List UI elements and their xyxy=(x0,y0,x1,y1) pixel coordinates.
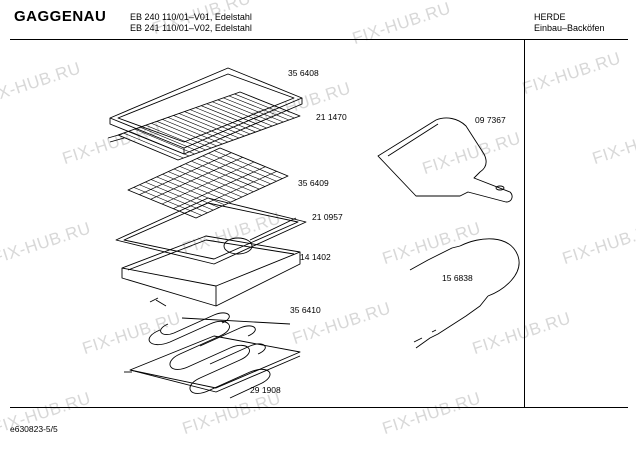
part-drawing-211470 xyxy=(107,91,301,161)
category-line-2: Einbau–Backöfen xyxy=(534,23,605,33)
part-label-356410: 35 6410 xyxy=(290,305,321,315)
brand-logo: GAGGENAU xyxy=(14,8,107,25)
part-label-356409: 35 6409 xyxy=(298,178,329,188)
category-line-1: HERDE xyxy=(534,12,566,22)
frame-bottom-rule xyxy=(10,407,628,408)
part-drawing-156838 xyxy=(409,238,520,349)
model-line-2: EB 241 110/01–V02, Edelstahl xyxy=(130,23,252,33)
part-drawing-097367 xyxy=(377,117,513,203)
part-label-156838: 15 6838 xyxy=(442,273,473,283)
model-line-1: EB 240 110/01–V01, Edelstahl xyxy=(130,12,252,22)
part-label-097367: 09 7367 xyxy=(475,115,506,125)
frame-top-rule xyxy=(10,39,628,40)
part-drawing-141402 xyxy=(121,235,301,307)
part-drawing-356410 xyxy=(148,297,291,399)
frame-divider xyxy=(524,39,525,408)
part-label-210957: 21 0957 xyxy=(312,212,343,222)
part-drawing-356408 xyxy=(109,67,303,155)
part-label-356408: 35 6408 xyxy=(288,68,319,78)
document-id: e630823-5/5 xyxy=(10,424,58,434)
part-drawing-291908 xyxy=(124,335,301,393)
part-label-141402: 14 1402 xyxy=(300,252,331,262)
part-drawing-356409 xyxy=(127,147,289,219)
part-drawing-210957 xyxy=(115,197,307,265)
part-label-291908: 29 1908 xyxy=(250,385,281,395)
part-label-211470: 21 1470 xyxy=(316,112,347,122)
